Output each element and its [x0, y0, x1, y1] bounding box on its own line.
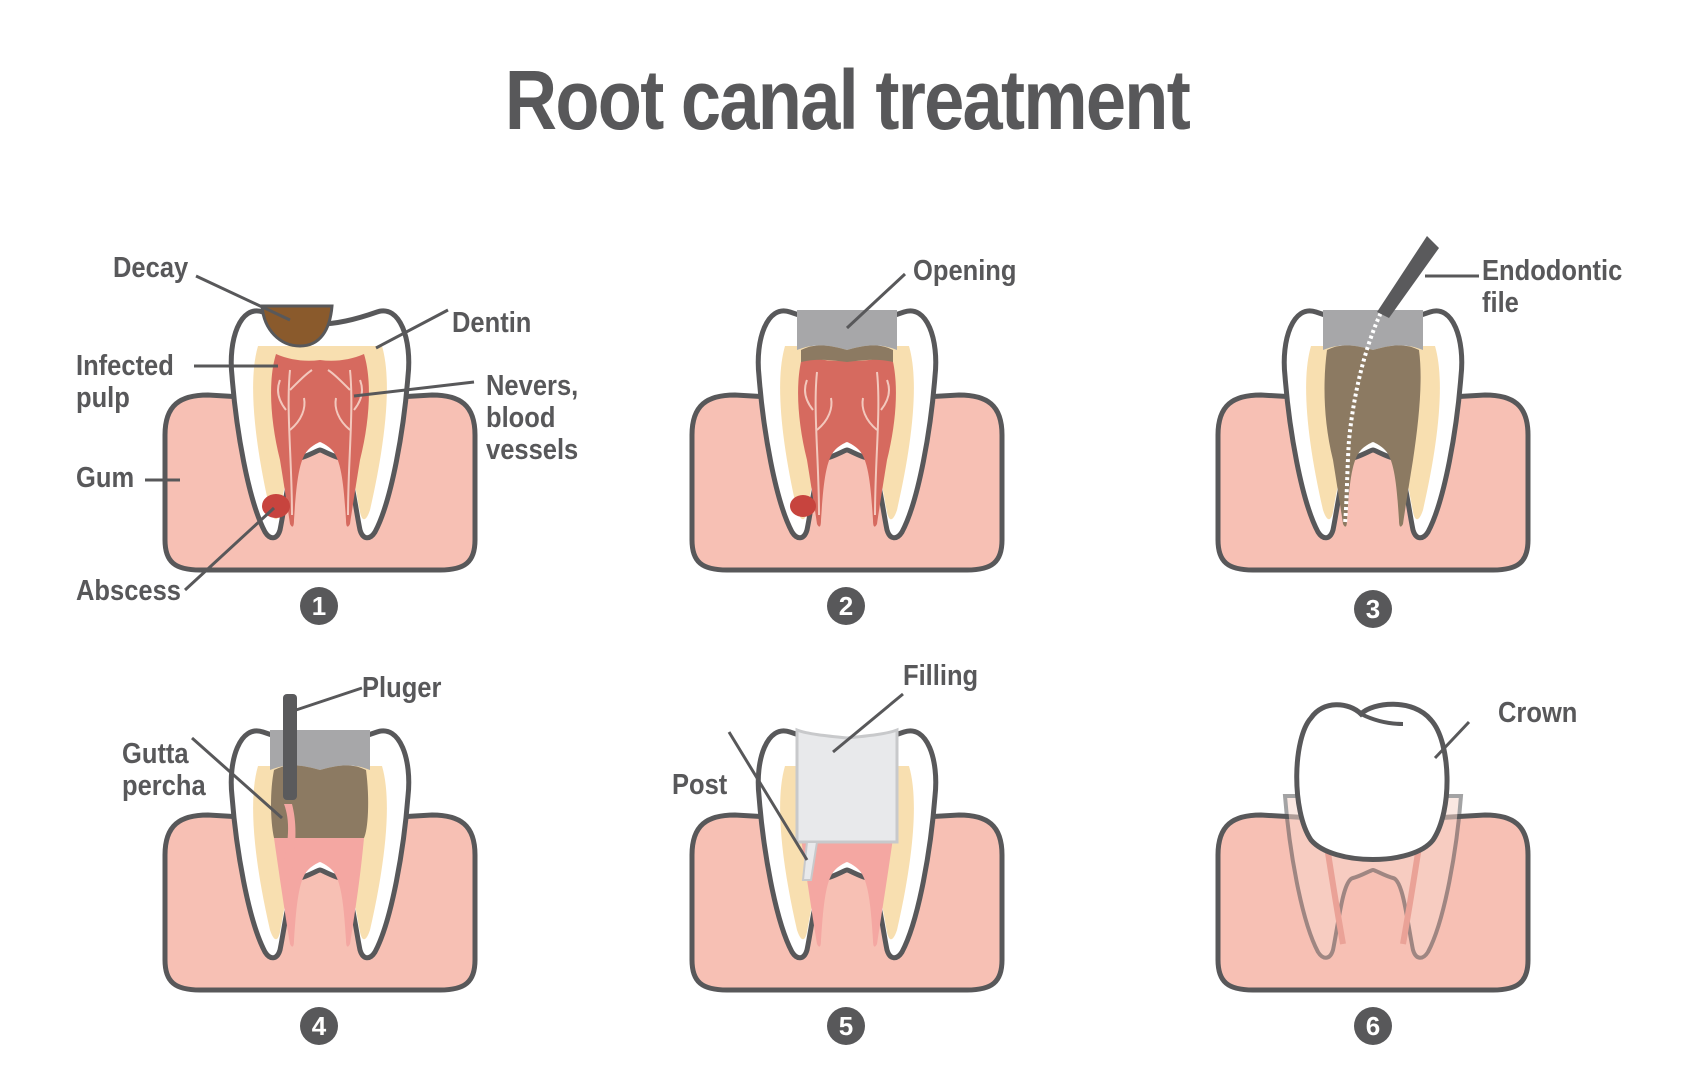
- step-3-diagram: [1218, 236, 1528, 570]
- step-badge-3: 3: [1354, 590, 1392, 628]
- step-badge-4: 4: [300, 1007, 338, 1045]
- pluger-instrument: [283, 694, 297, 800]
- nerves-vessels: [804, 371, 890, 516]
- nerves-vessels: [277, 369, 363, 516]
- opening-area: [797, 310, 897, 350]
- cleaned-canal: [1324, 345, 1421, 527]
- label-infected-pulp: Infected pulp: [76, 350, 174, 414]
- label-decay: Decay: [113, 252, 189, 284]
- gutta-percha-channel: [280, 804, 296, 880]
- gutta-percha-fill: [801, 838, 893, 947]
- step-2-diagram: [692, 272, 1002, 570]
- endodontic-file-handle: [1377, 236, 1439, 318]
- label-abscess: Abscess: [76, 575, 181, 607]
- step-badge-2: 2: [827, 587, 865, 625]
- step-badge-5: 5: [827, 1007, 865, 1045]
- label-endodontic-file: Endodontic file: [1482, 255, 1623, 319]
- step-4-diagram: [165, 686, 475, 990]
- opened-chamber: [801, 345, 893, 362]
- post-insert: [801, 841, 819, 881]
- label-opening: Opening: [913, 255, 1017, 287]
- label-post: Post: [672, 769, 728, 801]
- step-1-diagram: [145, 274, 475, 592]
- label-nerves-vessels: Nevers, blood vessels: [486, 370, 579, 466]
- step-badge-6: 6: [1354, 1007, 1392, 1045]
- abscess-spot: [790, 495, 816, 517]
- page-title: Root canal treatment: [504, 53, 1191, 147]
- label-gutta-percha: Gutta percha: [122, 738, 206, 802]
- filling-material: [795, 727, 899, 844]
- crown-cap: [1294, 701, 1450, 862]
- label-filling: Filling: [903, 660, 979, 692]
- crown-groove: [1360, 712, 1404, 726]
- step-badge-1: 1: [300, 587, 338, 625]
- label-crown: Crown: [1498, 697, 1578, 729]
- label-gum: Gum: [76, 462, 135, 494]
- step-4-leader-lines: [191, 686, 363, 820]
- label-pluger: Pluger: [362, 672, 442, 704]
- label-dentin: Dentin: [452, 307, 532, 339]
- gutta-percha-fill: [274, 838, 364, 947]
- crown-leader-line: [1433, 720, 1471, 760]
- step-5-diagram: [692, 692, 1002, 990]
- step-6-diagram: [1218, 701, 1528, 990]
- opening-leader-line: [845, 272, 907, 330]
- step-5-leader-lines: [727, 692, 904, 861]
- step-1-leader-lines: [145, 274, 475, 592]
